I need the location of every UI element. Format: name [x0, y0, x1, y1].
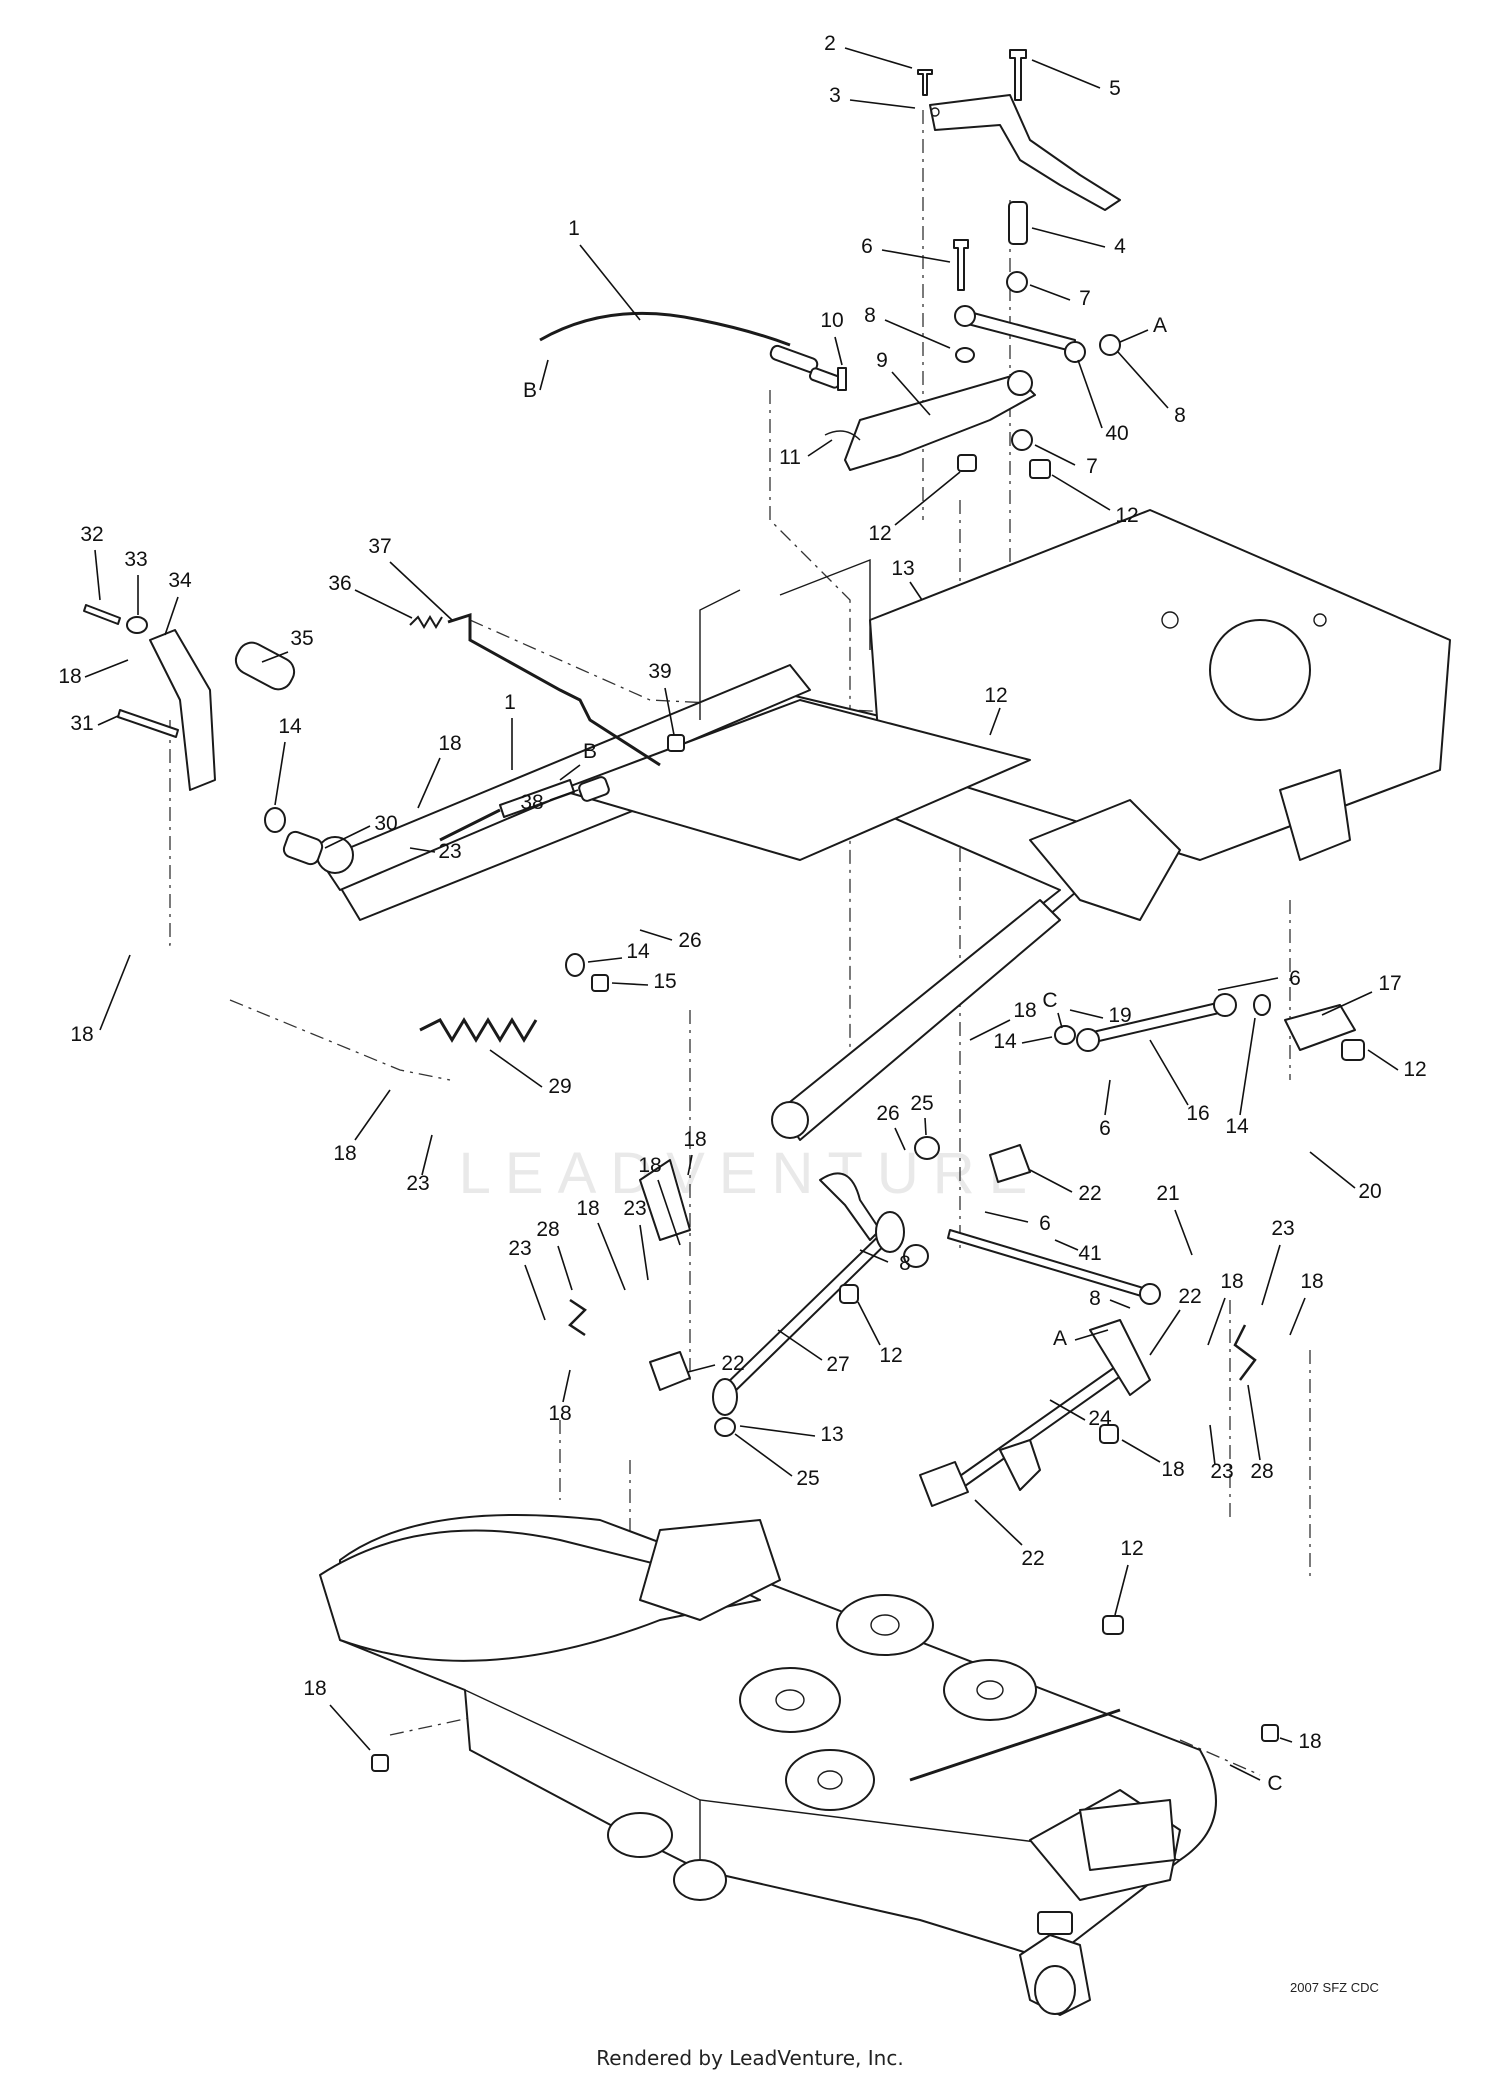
callout-37: 37	[368, 535, 391, 558]
callout-28a: 28	[536, 1218, 559, 1241]
ref-letter-b-lower: B	[583, 740, 597, 763]
callout-35: 35	[290, 627, 313, 650]
callout-23f: 23	[1210, 1460, 1233, 1483]
callouts: 1 1 2 3 4 5 6 6 6 6 7 7 8 8 8 8 9 10 1	[58, 32, 1426, 1795]
callout-18m: 18	[1298, 1730, 1321, 1753]
callout-14a: 14	[278, 715, 302, 738]
callout-18h: 18	[548, 1402, 571, 1425]
callout-26b: 26	[876, 1102, 899, 1125]
callout-25a: 25	[910, 1092, 933, 1115]
callout-18f: 18	[638, 1154, 661, 1177]
callout-12c: 12	[984, 684, 1007, 707]
callout-26a: 26	[678, 929, 701, 952]
callout-22c: 22	[1178, 1285, 1201, 1308]
callout-18d: 18	[1013, 999, 1036, 1022]
ref-letter-c-link: C	[1042, 989, 1057, 1012]
ref-letter-b-cable: B	[523, 379, 537, 402]
callout-18b: 18	[438, 732, 461, 755]
callout-23b: 23	[406, 1172, 429, 1195]
callout-8d: 8	[1089, 1287, 1101, 1310]
callout-18k: 18	[1300, 1270, 1323, 1293]
drawing-code: 2007 SFZ CDC	[1290, 1980, 1379, 1995]
ref-letter-a-lower: A	[1053, 1327, 1067, 1350]
callout-1b: 1	[504, 691, 516, 714]
callout-12e: 12	[879, 1344, 902, 1367]
callout-18c: 18	[70, 1023, 93, 1046]
callout-14d: 14	[1225, 1115, 1249, 1138]
callout-7b: 7	[1086, 455, 1098, 478]
callout-14c: 14	[993, 1030, 1017, 1053]
callout-40: 40	[1105, 422, 1128, 445]
callout-6c: 6	[1099, 1117, 1111, 1140]
callout-12a: 12	[868, 522, 891, 545]
callout-4: 4	[1114, 235, 1126, 258]
callout-14b: 14	[626, 940, 650, 963]
callout-18e: 18	[333, 1142, 356, 1165]
parts-artwork	[83, 49, 1451, 2016]
callout-18a: 18	[58, 665, 81, 688]
callout-22b: 22	[721, 1352, 744, 1375]
callout-12b: 12	[1115, 504, 1138, 527]
callout-6a: 6	[861, 235, 873, 258]
callout-8c: 8	[899, 1252, 911, 1275]
callout-11: 11	[779, 446, 801, 469]
callout-21: 21	[1156, 1182, 1179, 1205]
callout-12f: 12	[1120, 1537, 1143, 1560]
callout-38: 38	[520, 791, 543, 814]
callout-22a: 22	[1078, 1182, 1101, 1205]
callout-23d: 23	[623, 1197, 646, 1220]
callout-9: 9	[876, 349, 888, 372]
callout-18i: 18	[1161, 1458, 1184, 1481]
callout-6b: 6	[1289, 967, 1301, 990]
callout-5: 5	[1109, 77, 1121, 100]
callout-30: 30	[374, 812, 397, 835]
callout-23a: 23	[438, 840, 461, 863]
callout-27: 27	[826, 1353, 849, 1376]
callout-31: 31	[70, 712, 93, 735]
callout-8b: 8	[1174, 404, 1186, 427]
callout-39: 39	[648, 660, 671, 683]
callout-23c: 23	[508, 1237, 531, 1260]
callout-28b: 28	[1250, 1460, 1273, 1483]
callout-3: 3	[829, 84, 841, 107]
callout-32: 32	[80, 523, 103, 546]
callout-6d: 6	[1039, 1212, 1051, 1235]
callout-12d: 12	[1403, 1058, 1426, 1081]
callout-25b: 25	[796, 1467, 819, 1490]
callout-16: 16	[1186, 1102, 1209, 1125]
callout-13b: 13	[820, 1423, 843, 1446]
callout-19: 19	[1108, 1004, 1131, 1027]
callout-17: 17	[1378, 972, 1401, 995]
callout-8a: 8	[864, 304, 876, 327]
callout-24: 24	[1088, 1407, 1112, 1430]
callout-20: 20	[1358, 1180, 1381, 1203]
ref-letter-c-deck: C	[1267, 1772, 1282, 1795]
ref-letter-a-top: A	[1153, 314, 1167, 337]
callout-1a: 1	[568, 217, 580, 240]
callout-10: 10	[820, 309, 843, 332]
callout-36: 36	[328, 572, 351, 595]
render-credit: Rendered by LeadVenture, Inc.	[596, 2046, 904, 2070]
callout-18l: 18	[303, 1677, 326, 1700]
callout-2: 2	[824, 32, 836, 55]
callout-18g: 18	[576, 1197, 599, 1220]
callout-15: 15	[653, 970, 676, 993]
callout-29: 29	[548, 1075, 571, 1098]
callout-41: 41	[1078, 1242, 1101, 1265]
callout-23e: 23	[1271, 1217, 1294, 1240]
callout-7a: 7	[1079, 287, 1091, 310]
callout-18j: 18	[1220, 1270, 1243, 1293]
callout-13a: 13	[891, 557, 914, 580]
callout-22d: 22	[1021, 1547, 1044, 1570]
callout-18n: 18	[683, 1128, 706, 1151]
callout-33: 33	[124, 548, 147, 571]
callout-34: 34	[168, 569, 192, 592]
